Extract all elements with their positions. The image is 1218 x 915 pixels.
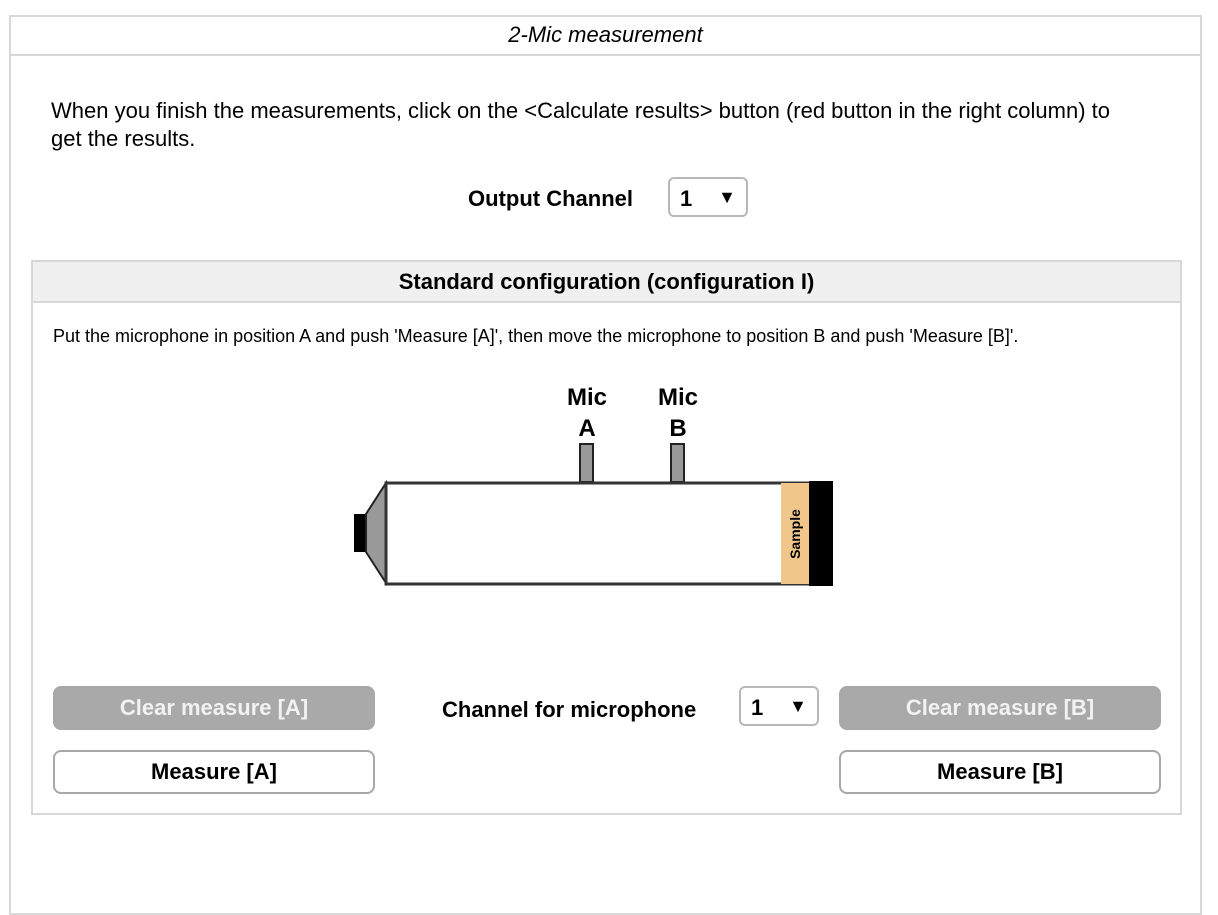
- sample-block: [781, 483, 809, 584]
- clear-measure-a-button[interactable]: Clear measure [A]: [53, 686, 375, 730]
- tube-body: [384, 481, 813, 586]
- sample-label: Sample: [787, 509, 803, 559]
- clear-measure-b-button[interactable]: Clear measure [B]: [839, 686, 1161, 730]
- tube-termination: [809, 481, 833, 586]
- output-channel-select[interactable]: 1 ▼: [668, 177, 748, 217]
- window-title: 2-Mic measurement: [11, 17, 1200, 56]
- measurement-window: 2-Mic measurement When you finish the me…: [9, 15, 1202, 915]
- speaker-cone-icon: [365, 479, 387, 587]
- mic-b-label-line2: B: [669, 415, 686, 442]
- measure-b-button[interactable]: Measure [B]: [839, 750, 1161, 794]
- output-channel-row: Output Channel 1 ▼: [11, 177, 1200, 221]
- mic-b-label-line1: Mic: [658, 384, 698, 411]
- output-channel-label: Output Channel: [468, 186, 633, 211]
- output-channel-value: 1: [680, 186, 693, 211]
- mic-b-icon: [670, 443, 685, 483]
- mic-channel-label: Channel for microphone: [442, 697, 697, 722]
- mic-a-icon: [579, 443, 594, 483]
- config-panel: Standard configuration (configuration I)…: [31, 260, 1182, 815]
- speaker-magnet-icon: [354, 514, 368, 552]
- config-description: Put the microphone in position A and pus…: [53, 326, 1019, 346]
- mic-a-label-line1: Mic: [567, 384, 607, 411]
- measure-a-button[interactable]: Measure [A]: [53, 750, 375, 794]
- chevron-down-icon: ▼: [718, 187, 736, 207]
- mic-a-label-line2: A: [578, 415, 595, 442]
- config-title: Standard configuration (configuration I): [33, 262, 1180, 303]
- mic-channel-select[interactable]: 1 ▼: [739, 686, 819, 726]
- instructions-text: When you finish the measurements, click …: [51, 98, 1110, 151]
- mic-channel-value: 1: [751, 695, 764, 720]
- chevron-down-icon: ▼: [789, 696, 807, 716]
- impedance-tube-diagram: Mic A Mic B Sample: [354, 384, 833, 587]
